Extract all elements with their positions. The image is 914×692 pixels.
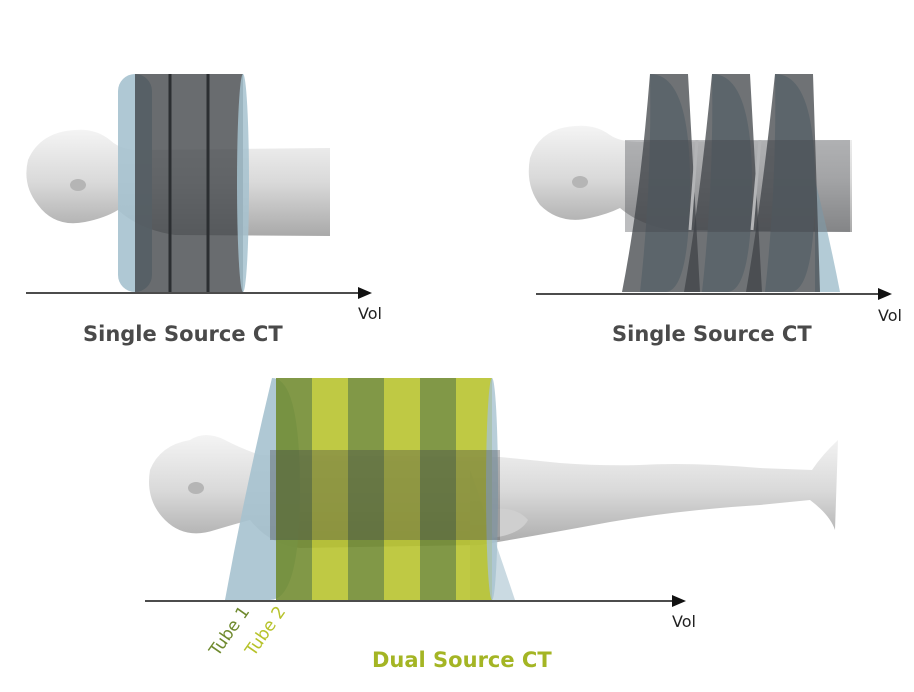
panel-2-axis-label: Vol bbox=[878, 306, 902, 325]
dual-source-bands bbox=[270, 378, 500, 600]
panel-1-axis-label: Vol bbox=[358, 304, 382, 323]
panel-3-caption: Dual Source CT bbox=[372, 648, 552, 672]
panel-2-caption: Single Source CT bbox=[612, 322, 812, 346]
panel-1-caption: Single Source CT bbox=[83, 322, 283, 346]
panel-3-axis-label: Vol bbox=[672, 612, 696, 631]
axis-arrowhead bbox=[358, 287, 372, 299]
axis-arrowhead bbox=[672, 595, 686, 607]
panel-dual-source bbox=[145, 378, 838, 607]
panel-single-source-spiral bbox=[528, 74, 892, 300]
panel-single-source-sequential bbox=[26, 74, 372, 299]
axis-arrowhead bbox=[878, 288, 892, 300]
spiral-rings bbox=[622, 74, 850, 292]
scan-rings-sequential bbox=[135, 74, 249, 292]
